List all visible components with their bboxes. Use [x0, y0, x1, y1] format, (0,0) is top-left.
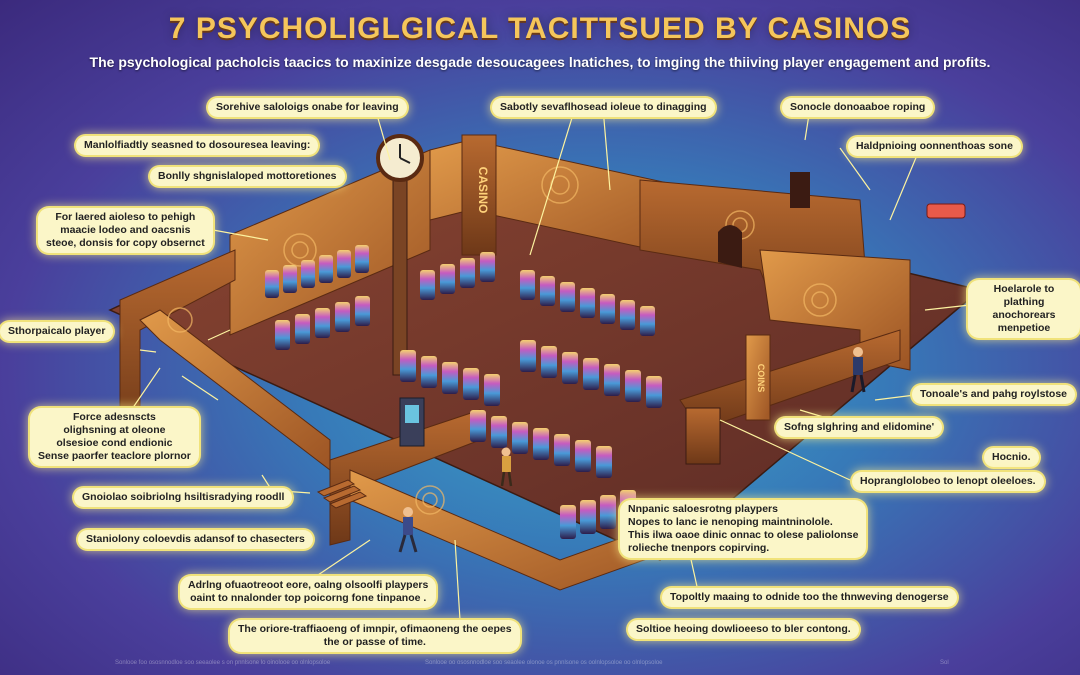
callout-top-left-2: Manlolfiadtly seasned to dosouresea leav…	[76, 136, 319, 155]
page-title: 7 PSYCHOLIGLGICAL TACITTSUED BY CASINOS	[168, 12, 912, 45]
clock-pillar	[392, 164, 408, 376]
coins-pillar	[745, 334, 771, 421]
slot-row-5	[400, 350, 500, 406]
exit-sign	[926, 203, 966, 219]
callout-bottom-right-2: Soltioe heoing dowlioeeso to bler conton…	[628, 620, 859, 639]
callout-left-5: Sthorpaicalo player	[0, 322, 114, 341]
slot-row-3	[420, 252, 495, 300]
callout-bottom-2: The oriore-traffiaoeng of imnpir, ofimao…	[230, 620, 520, 652]
footer-right: Sol	[940, 660, 949, 666]
callout-top-left-1: Sorehive saloloigs onabe for leaving	[208, 98, 407, 117]
callout-bottom-right-1: Topoltly maaing to odnide too the thnwev…	[662, 588, 957, 607]
callout-bottom-1: Adrlng ofuaotreoot eore, oalng olsoolfi …	[180, 576, 437, 608]
callout-left-4: For laered aioleso to pehigh maacie lode…	[38, 208, 213, 253]
person-walking-icon	[398, 507, 418, 553]
slot-row-2	[275, 296, 370, 350]
callout-right-4: Tonoale's and pahg roylstose	[912, 385, 1075, 404]
callout-top-left-3: Bonlly shgnislaloped mottoretiones	[150, 167, 345, 186]
page-subtitle: The psychological pacholcis taacics to m…	[89, 54, 991, 70]
footer-center: Sonlooe oo ososnnodloe soo seaolee olono…	[425, 660, 663, 666]
callout-left-8: Staniolony coloevdis adansof to chasecte…	[78, 530, 313, 549]
coins-pillar-sign: COINS	[756, 364, 766, 393]
wall-left-low	[139, 309, 331, 472]
callout-top-center: Sabotly sevaflhosead ioleue to dinagging	[492, 98, 715, 117]
callout-right-3: Hoelarole to plathing anochorears menpet…	[968, 280, 1080, 338]
callout-center-right: Nnpanic saloesrotng playpers Nopes to la…	[620, 500, 867, 558]
callout-top-right-1: Sonocle donoaaboe roping	[782, 98, 934, 117]
casino-tower	[461, 134, 497, 256]
callout-right-5: Sofng slghring and elidomine'	[776, 418, 943, 437]
person-woman-icon	[500, 447, 513, 487]
arch-doorway	[718, 225, 742, 268]
callout-top-right-2: Haldpnioing oonnenthoas sone	[848, 137, 1021, 156]
slot-row-1	[265, 245, 369, 298]
casino-tower-sign: CASINO	[476, 167, 490, 214]
slot-row-6	[520, 340, 662, 408]
footer-left: Sonlooe foo ososnnodloe soo seeaolee s o…	[115, 660, 331, 666]
wall-back-left	[229, 149, 431, 336]
callout-right-7: Hopranglolobeo to lenopt oleeloes.	[852, 472, 1044, 491]
slot-row-4	[520, 270, 655, 336]
slot-row-7	[470, 410, 612, 478]
door-back	[790, 172, 810, 208]
side-booth	[685, 407, 721, 465]
callout-left-6: Force adesnscts olighsning at oleone ols…	[30, 408, 199, 466]
person-staff-icon	[850, 347, 866, 393]
entrance-stairs	[316, 479, 368, 509]
callout-left-7: Gnoiolao soibriolng hsiltisradying roodl…	[74, 488, 293, 507]
callout-right-6: Hocnio.	[984, 448, 1039, 467]
